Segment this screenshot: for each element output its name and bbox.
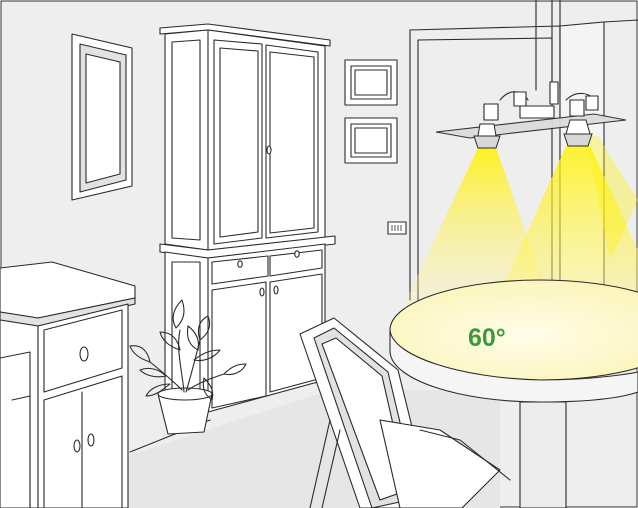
small-picture-top: [345, 60, 397, 105]
left-picture: [72, 34, 132, 200]
light-switch: [388, 222, 406, 234]
small-picture-bottom: [345, 118, 397, 163]
left-counter: [0, 262, 135, 508]
beam-angle-label: 60°: [468, 324, 506, 352]
